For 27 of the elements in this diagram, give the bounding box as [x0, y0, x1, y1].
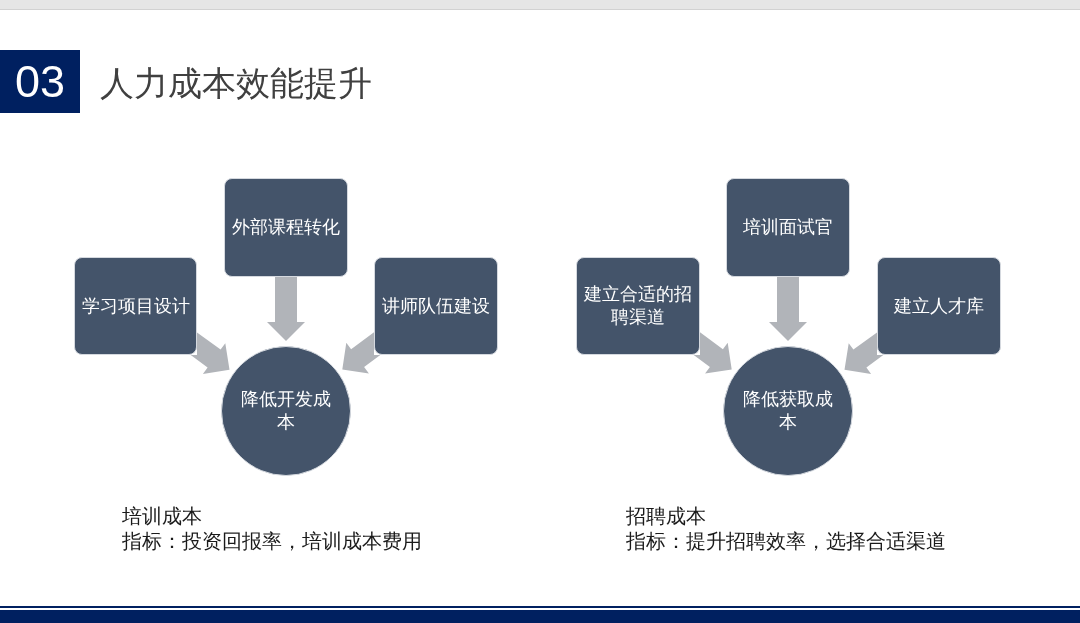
- metrics-text: 指标：提升招聘效率，选择合适渠道: [626, 530, 946, 554]
- block-arrow: [342, 332, 381, 374]
- block-arrow: [844, 332, 884, 374]
- block-arrow: [267, 277, 305, 341]
- circle-label: 降低获取成本: [742, 388, 834, 434]
- box-label: 讲师队伍建设: [382, 294, 490, 318]
- block-arrow: [190, 332, 230, 374]
- block-arrow: [693, 332, 732, 374]
- circle-label: 降低开发成本: [240, 388, 332, 434]
- section-number-box: [0, 50, 80, 113]
- section-number: 03: [14, 56, 66, 107]
- process-box: [877, 257, 1001, 355]
- box-label: 建立人才库: [894, 294, 984, 318]
- box-label: 外部课程转化: [232, 216, 340, 239]
- process-box: [726, 178, 850, 277]
- process-box: [74, 257, 197, 355]
- cost-heading: 培训成本: [122, 505, 202, 529]
- process-box: [374, 257, 498, 355]
- box-label: 学习项目设计: [81, 294, 190, 318]
- slide-title: 人力成本效能提升: [100, 63, 372, 103]
- block-arrow: [769, 277, 807, 341]
- cost-heading: 招聘成本: [626, 505, 706, 529]
- process-box: [224, 178, 348, 277]
- process-box: [576, 257, 700, 355]
- box-label: 培训面试官: [743, 216, 833, 239]
- box-label: 建立合适的招聘渠道: [583, 283, 693, 329]
- metrics-text: 指标：投资回报率，培训成本费用: [122, 530, 422, 554]
